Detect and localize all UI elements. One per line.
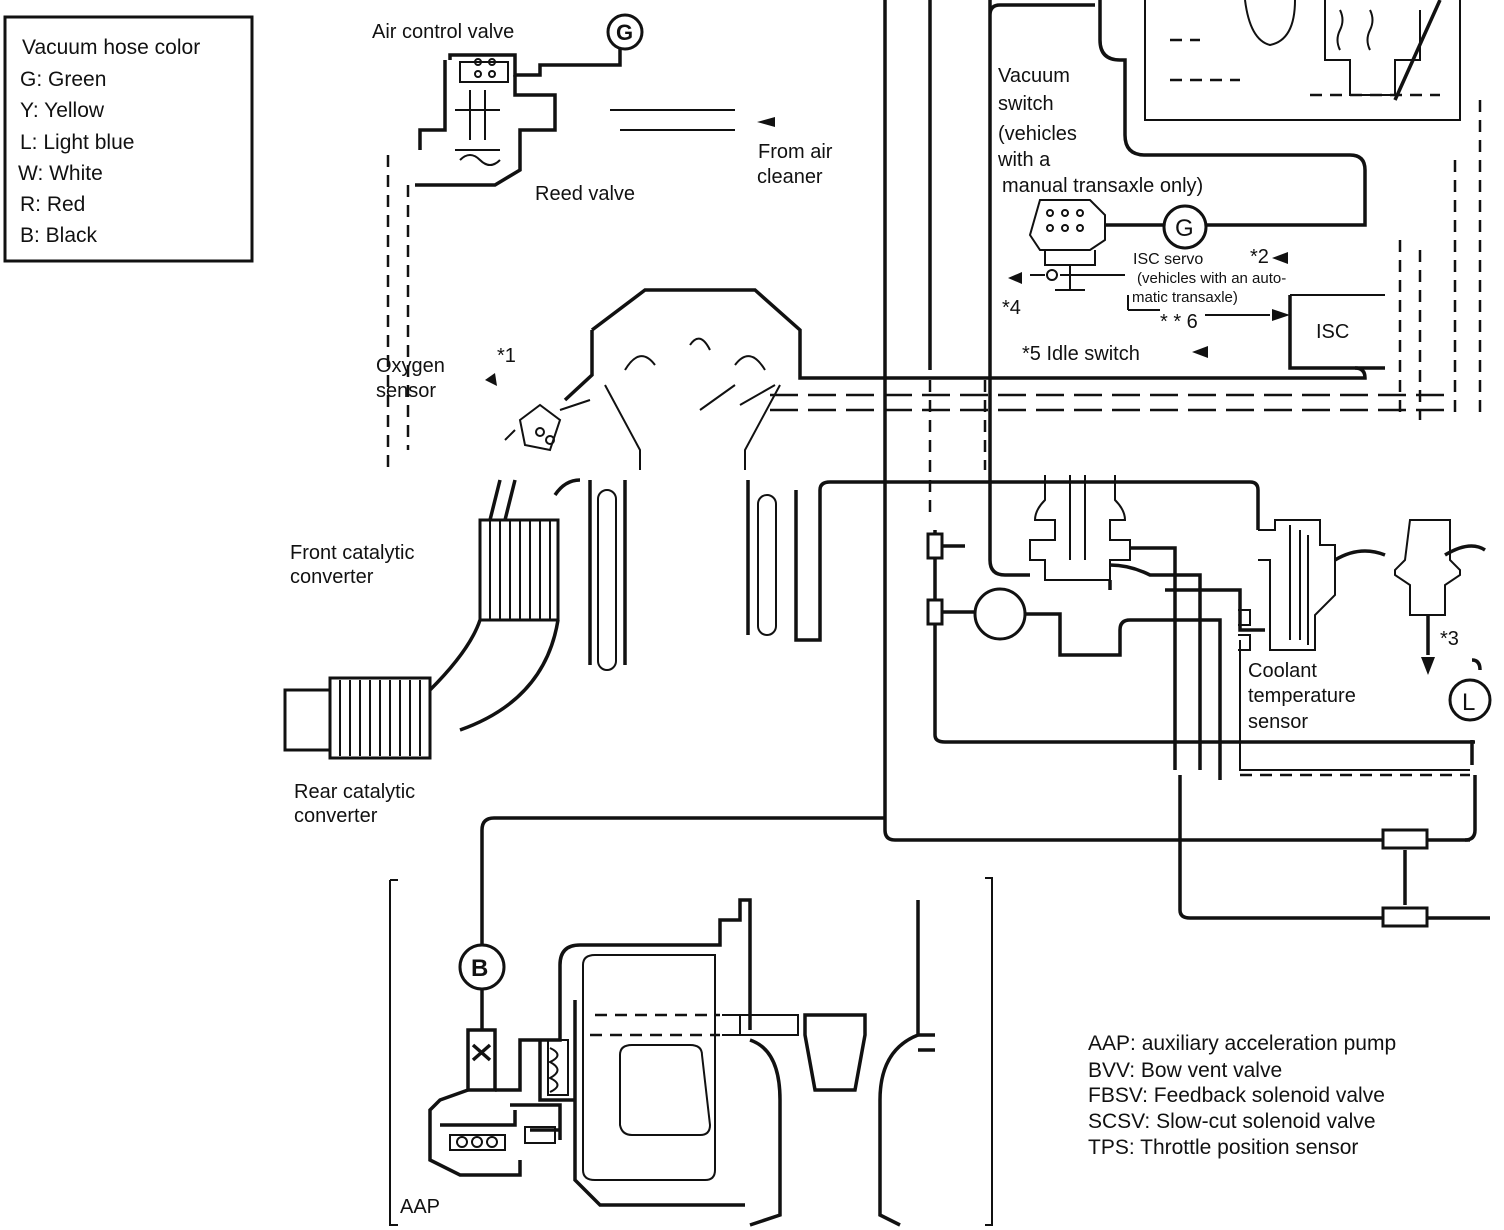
abbr-fbsv: FBSV: Feedback solenoid valve — [1088, 1084, 1385, 1107]
note-2-arrow — [1272, 252, 1288, 264]
vacuum-switch — [1008, 199, 1325, 291]
label-coolant-sensor: sensor — [1248, 711, 1308, 733]
note-1: *1 — [497, 345, 516, 367]
label-front-catalytic: Front catalytic — [290, 542, 414, 564]
label-isc-matic: matic transaxle) — [1132, 289, 1238, 306]
label-from-air: From air — [758, 141, 833, 163]
l-hose-line — [1470, 658, 1482, 765]
carburetor-top — [883, 0, 1470, 842]
legend-item-light-blue: L: Light blue — [20, 131, 134, 154]
svg-text:L: L — [1462, 689, 1475, 716]
idle-switch-arrow — [1192, 346, 1208, 358]
note-4: *4 — [1002, 297, 1021, 319]
air-control-valve — [415, 45, 622, 187]
hose-color-l-badge: L — [1448, 678, 1492, 722]
front-catalytic-converter — [428, 478, 581, 732]
isc-unit: ISC — [1288, 294, 1385, 370]
svg-text:G: G — [616, 20, 633, 45]
label-oxygen: Oxygen — [376, 355, 445, 377]
label-isc-vehicles: (vehicles with an auto- — [1137, 270, 1286, 287]
abbreviation-list: AAP: auxiliary acceleration pump BVV: Bo… — [1088, 1032, 1396, 1159]
mid-right-vacuum-network — [818, 370, 1486, 780]
label-vacuum: Vacuum — [998, 65, 1070, 87]
abbr-aap: AAP: auxiliary acceleration pump — [1088, 1032, 1396, 1055]
label-sensor: sensor — [376, 380, 436, 402]
label-manual-transaxle: manual transaxle only) — [1002, 175, 1203, 197]
right-dashed-lines — [1398, 100, 1482, 420]
abbr-bvv: BVV: Bow vent valve — [1088, 1059, 1282, 1082]
rear-catalytic-converter — [283, 676, 432, 760]
abbr-tps: TPS: Throttle position sensor — [1088, 1136, 1358, 1159]
hose-color-b-badge: B — [458, 943, 506, 991]
svg-text:G: G — [1175, 215, 1194, 242]
right-vertical-line — [1464, 775, 1477, 842]
bottom-right-tees — [1178, 775, 1490, 928]
note-6-arrow — [1272, 309, 1290, 321]
lower-middle-bracket — [1239, 640, 1470, 771]
legend-item-white: W: White — [18, 162, 103, 185]
label-with-a: with a — [997, 149, 1051, 171]
hose-color-legend: Vacuum hose color G: Green Y: Yellow L: … — [3, 15, 254, 263]
note-2: *2 — [1250, 246, 1269, 268]
hose-color-g-badge-vacuum-switch: G — [1162, 204, 1208, 250]
note-6: * * 6 — [1160, 311, 1198, 333]
label-cleaner: cleaner — [757, 166, 823, 188]
legend-item-black: B: Black — [20, 224, 98, 247]
label-isc: ISC — [1316, 321, 1349, 343]
hose-color-g-badge-top: G — [606, 13, 644, 51]
legend-item-green: G: Green — [20, 68, 106, 91]
label-aap: AAP — [400, 1196, 440, 1218]
label-isc-servo: ISC servo — [1133, 251, 1203, 268]
legend-item-red: R: Red — [20, 193, 85, 216]
label-air-control-valve: Air control valve — [372, 21, 514, 43]
svg-text:B: B — [471, 955, 488, 982]
note-3: *3 — [1440, 628, 1459, 650]
label-front-converter: converter — [290, 566, 374, 588]
label-rear-converter: converter — [294, 805, 378, 827]
label-coolant: Coolant — [1248, 660, 1317, 682]
label-reed-valve: Reed valve — [535, 183, 635, 205]
vertical-dashed-lines — [883, 380, 987, 520]
label-vehicles: (vehicles — [998, 123, 1077, 145]
label-temperature: temperature — [1248, 685, 1356, 707]
abbr-scsv: SCSV: Slow-cut solenoid valve — [1088, 1110, 1376, 1133]
aap-assembly — [389, 816, 993, 1227]
from-air-cleaner-arrow — [610, 109, 775, 131]
label-idle-switch: *5 Idle switch — [1022, 343, 1140, 365]
oxygen-sensor — [485, 373, 591, 452]
legend-item-yellow: Y: Yellow — [20, 99, 105, 122]
label-switch: switch — [998, 93, 1054, 115]
manifold-dashed-lines — [770, 393, 1450, 412]
legend-title: Vacuum hose color — [22, 36, 200, 59]
label-rear-catalytic: Rear catalytic — [294, 781, 415, 803]
isc-lead-line — [1127, 295, 1160, 311]
